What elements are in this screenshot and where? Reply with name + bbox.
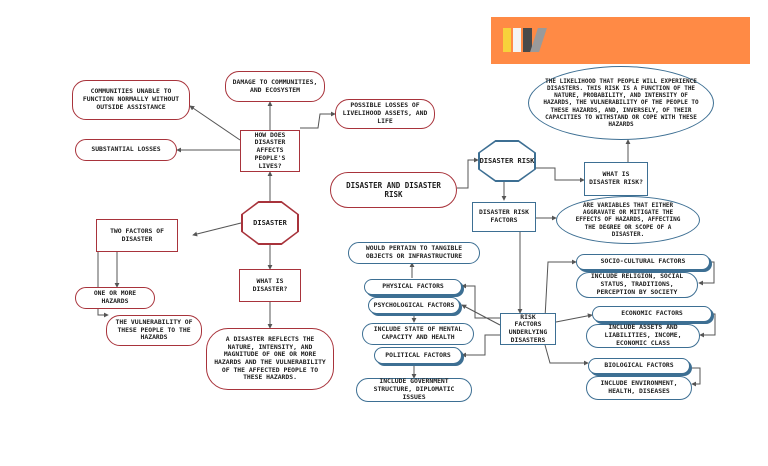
government-structure-node: INCLUDE GOVERNMENT STRUCTURE, DIPLOMATIC… — [356, 378, 472, 402]
disaster-octagon: DISASTER — [241, 201, 299, 245]
risk-factors-underlying-node: RISK FACTORS UNDERLYING DISASTERS — [500, 313, 556, 345]
what-is-disaster-node: WHAT IS DISASTER? — [239, 269, 301, 302]
vulnerability-node: THE VULNERABILITY OF THESE PEOPLE TO THE… — [106, 315, 202, 346]
book-icon — [530, 28, 547, 52]
tangible-objects-node: WOULD PERTAIN TO TANGIBLE OBJECTS OR INF… — [348, 242, 480, 264]
substantial-losses-node: SUBSTANTIAL LOSSES — [75, 139, 177, 161]
brand-logo — [491, 17, 750, 64]
disaster-risk-factors-node: DISASTER RISK FACTORS — [472, 202, 536, 232]
psychological-factors-node: PSYCHOLOGICAL FACTORS — [368, 297, 460, 314]
environment-health-node: INCLUDE ENVIRONMENT, HEALTH, DISEASES — [586, 376, 692, 400]
disaster-reflects-node: A DISASTER REFLECTS THE NATURE, INTENSIT… — [206, 328, 334, 390]
disaster-and-disaster-risk-cloud: DISASTER AND DISASTER RISK — [330, 172, 457, 208]
mental-capacity-node: INCLUDE STATE OF MENTAL CAPACITY AND HEA… — [362, 323, 474, 345]
two-factors-node: TWO FACTORS OF DISASTER — [96, 219, 178, 252]
what-is-disaster-risk-node: WHAT IS DISASTER RISK? — [584, 162, 648, 196]
communities-unable-node: COMMUNITIES UNABLE TO FUNCTION NORMALLY … — [72, 80, 190, 120]
variables-definition-node: ARE VARIABLES THAT EITHER AGGRAVATE OR M… — [556, 196, 700, 244]
book-icon — [523, 28, 532, 52]
disaster-risk-octagon-label: DISASTER RISK — [479, 141, 535, 181]
possible-losses-node: POSSIBLE LOSSES OF LIVELIHOOD ASSETS, AN… — [335, 99, 435, 129]
physical-factors-node: PHYSICAL FACTORS — [364, 279, 462, 295]
book-icon — [513, 28, 521, 52]
economic-factors-node: ECONOMIC FACTORS — [592, 306, 712, 322]
political-factors-node: POLITICAL FACTORS — [374, 347, 462, 364]
socio-cultural-factors-node: SOCIO-CULTURAL FACTORS — [576, 254, 710, 270]
disaster-risk-octagon: DISASTER RISK — [478, 140, 536, 182]
one-or-more-hazards-node: ONE OR MORE HAZARDS — [75, 287, 155, 309]
damage-node: DAMAGE TO COMMUNITIES, AND ECOSYSTEM — [225, 71, 325, 102]
assets-liabilities-node: INCLUDE ASSETS AND LIABILITIES, INCOME, … — [586, 324, 700, 348]
likelihood-definition-node: THE LIKELIHOOD THAT PEOPLE WILL EXPERIEN… — [528, 66, 714, 140]
religion-status-node: INCLUDE RELIGION, SOCIAL STATUS, TRADITI… — [576, 272, 698, 298]
book-icon — [503, 28, 511, 52]
biological-factors-node: BIOLOGICAL FACTORS — [588, 358, 690, 374]
disaster-octagon-label: DISASTER — [242, 202, 298, 244]
how-does-disaster-affect-node: HOW DOES DISASTER AFFECTS PEOPLE'S LIVES… — [240, 130, 300, 172]
